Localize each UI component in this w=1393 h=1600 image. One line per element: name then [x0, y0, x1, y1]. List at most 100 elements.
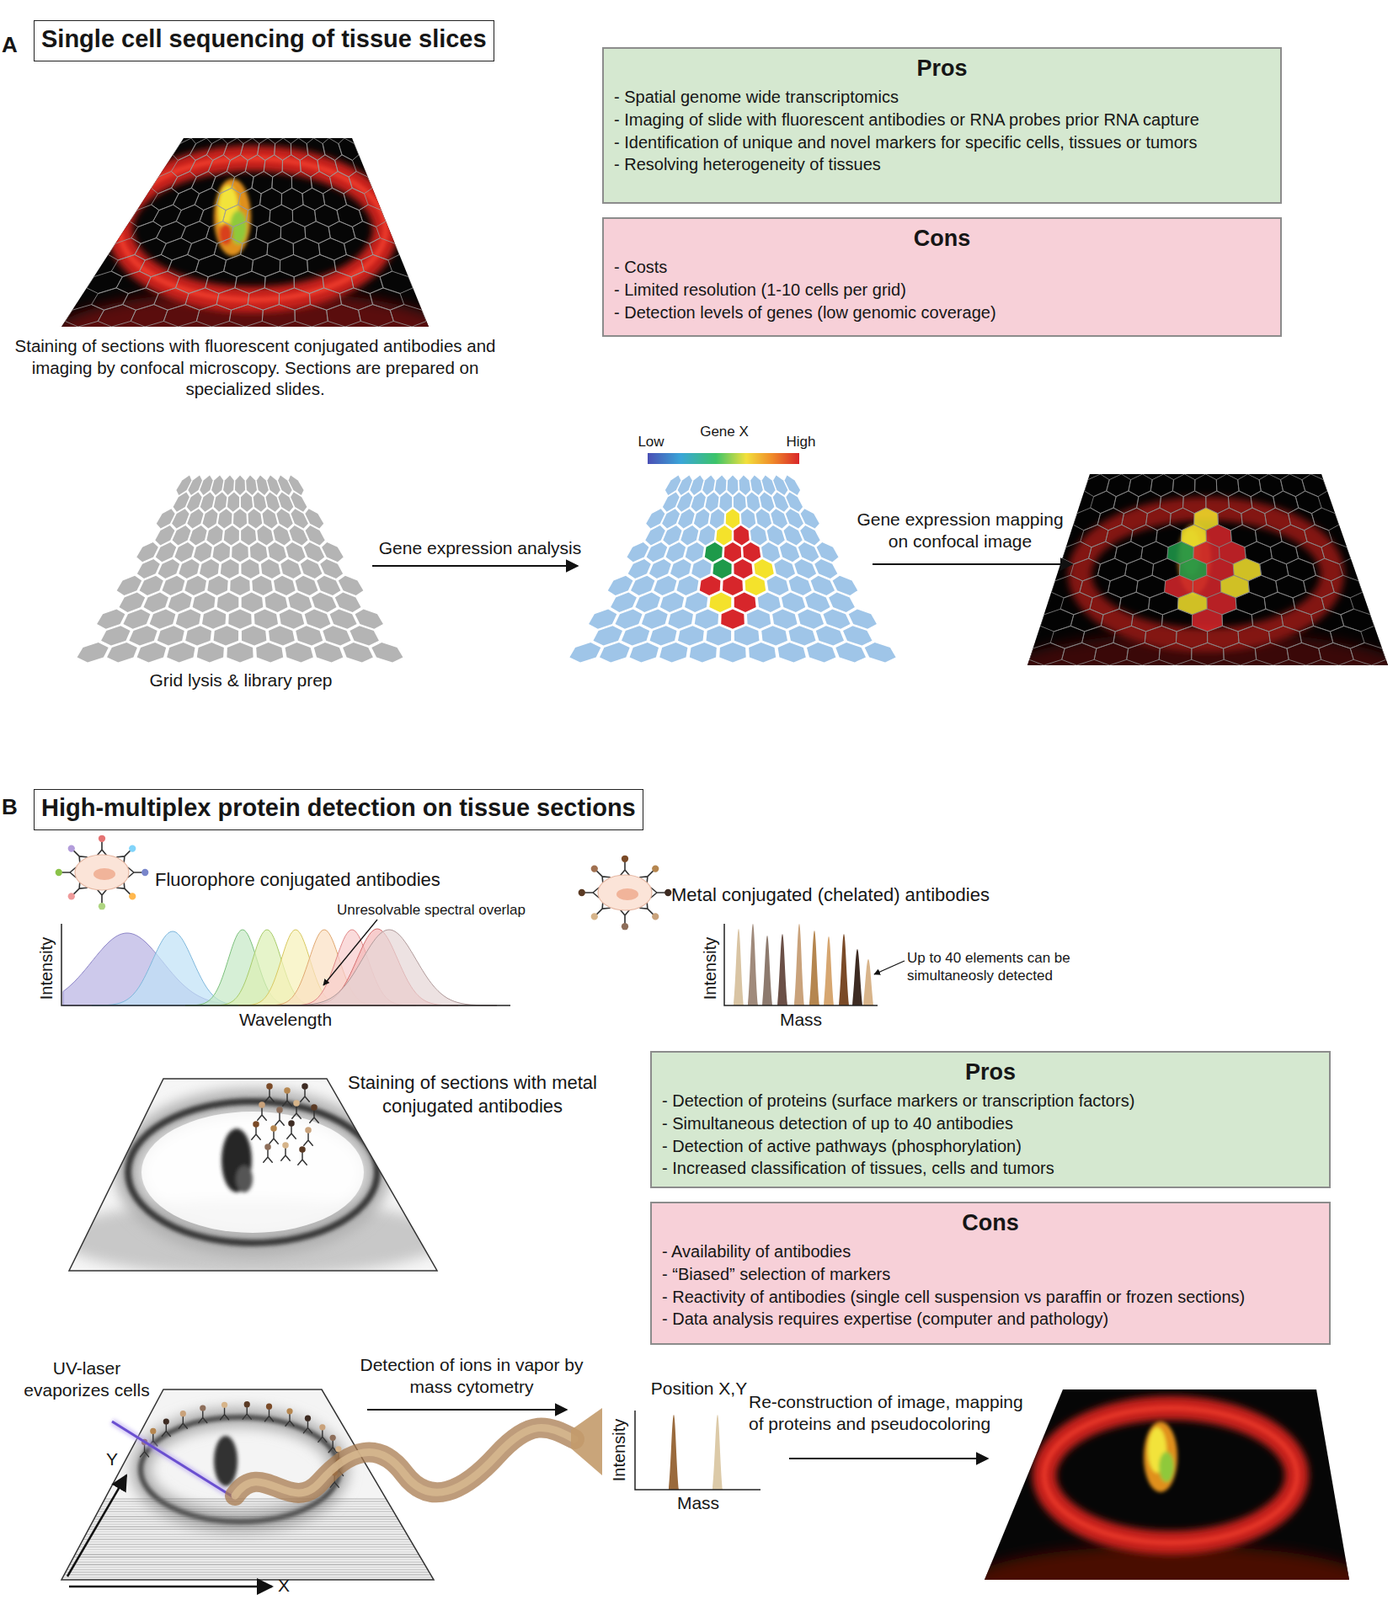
axis	[61, 923, 511, 1006]
antibodies	[287, 1120, 297, 1139]
hex-grid	[733, 525, 750, 545]
hex-grid	[172, 525, 192, 545]
hex-grid	[706, 625, 732, 646]
hex-grid	[202, 508, 219, 529]
antibodies	[263, 1143, 273, 1163]
confocal-image	[119, 158, 386, 300]
hex-grid	[326, 304, 362, 327]
hex-grid	[348, 171, 373, 194]
cell-icon	[664, 889, 672, 897]
hex-grid	[1029, 642, 1065, 666]
antibodies	[298, 1146, 306, 1153]
antibodies	[269, 1125, 279, 1144]
antibodies	[304, 1415, 311, 1422]
hex-grid	[665, 475, 682, 496]
hex-grid	[256, 221, 282, 244]
cell-icon	[578, 887, 599, 898]
cell-icon	[589, 864, 600, 875]
caption-text: Staining of sections with fluorescent co…	[2, 335, 508, 401]
ion-plume	[234, 1427, 575, 1496]
axis-label: Mass	[767, 1008, 835, 1031]
axis	[635, 1410, 761, 1490]
hex-grid	[778, 642, 806, 662]
hex-grid	[630, 576, 655, 596]
mass-chart	[809, 930, 820, 1006]
hex-grid	[137, 642, 167, 662]
hex-grid	[646, 542, 668, 562]
reconstructed-image	[1158, 1451, 1175, 1483]
hex-grid	[1126, 642, 1161, 666]
hex-grid	[1146, 507, 1172, 531]
arrow-label: Gene expression analysis	[370, 537, 590, 560]
box-heading: Cons	[613, 224, 1271, 254]
antibodies	[252, 1120, 260, 1128]
hex-grid	[279, 254, 308, 277]
hex-grid	[627, 542, 650, 562]
hex-grid	[816, 625, 844, 646]
hex-grid	[593, 625, 624, 646]
hex-grid	[293, 238, 321, 261]
hex-grid	[261, 304, 295, 327]
hex-grid	[311, 592, 337, 613]
hex-grid	[1195, 474, 1217, 497]
hex-grid	[621, 625, 650, 646]
hex-grid	[107, 238, 141, 261]
scan-lines	[58, 1526, 438, 1527]
antibodies	[163, 1418, 170, 1425]
stained-section	[221, 1128, 253, 1193]
list-item: - Resolving heterogeneity of tissues	[613, 153, 1271, 177]
antibodies	[257, 1101, 267, 1121]
hex-grid	[342, 642, 374, 662]
hex-grid	[698, 525, 716, 545]
cell-icon	[651, 887, 672, 898]
laser-beam	[112, 1421, 235, 1499]
hex-grid	[1191, 642, 1225, 666]
hex-grid	[129, 204, 160, 227]
hex-grid	[864, 642, 897, 662]
hex-grid	[117, 576, 143, 596]
hex-grid	[304, 608, 331, 629]
cell-icon	[650, 912, 661, 923]
axis-label: Wavelength	[218, 1008, 353, 1031]
scan-lines	[58, 1556, 438, 1558]
cell-icon	[578, 889, 586, 897]
hex-grid	[245, 475, 257, 496]
hex-grid	[629, 642, 659, 662]
hex-grid	[265, 592, 289, 613]
antibodies	[198, 1411, 208, 1424]
hex-grid	[785, 508, 804, 529]
hex-grid	[661, 508, 680, 529]
cell-icon	[66, 843, 77, 854]
antibodies	[330, 1435, 337, 1442]
hex-grid	[86, 271, 123, 294]
pointer-line	[323, 919, 378, 986]
antibodies	[293, 1099, 300, 1107]
hex-grid	[835, 642, 866, 662]
antibodies	[149, 1428, 156, 1435]
hex-grid	[251, 254, 281, 277]
hex-grid	[1238, 625, 1271, 649]
confocal-image	[229, 210, 247, 245]
list-item: - Identification of unique and novel mar…	[613, 131, 1271, 155]
cell-icon	[597, 875, 652, 911]
list-item: - Availability of antibodies	[661, 1240, 1319, 1264]
position-chart	[668, 1414, 679, 1490]
hex-grid	[358, 204, 386, 227]
antibodies	[328, 1441, 337, 1453]
hex-grid	[170, 154, 196, 177]
hex-grid	[277, 491, 294, 512]
ablation-section	[213, 1435, 238, 1487]
hex-grid	[635, 592, 661, 613]
box-heading: Pros	[661, 1057, 1319, 1088]
hex-grid	[157, 625, 185, 646]
hex-grid	[280, 559, 301, 579]
list-item: - Costs	[613, 256, 1271, 279]
cell-icon	[650, 864, 661, 875]
hex-grid	[211, 475, 224, 496]
hex-grid	[608, 576, 634, 596]
scan-lines	[58, 1521, 438, 1522]
hex-grid	[1223, 642, 1257, 666]
hex-grid	[241, 625, 267, 646]
hex-grid	[704, 491, 719, 512]
